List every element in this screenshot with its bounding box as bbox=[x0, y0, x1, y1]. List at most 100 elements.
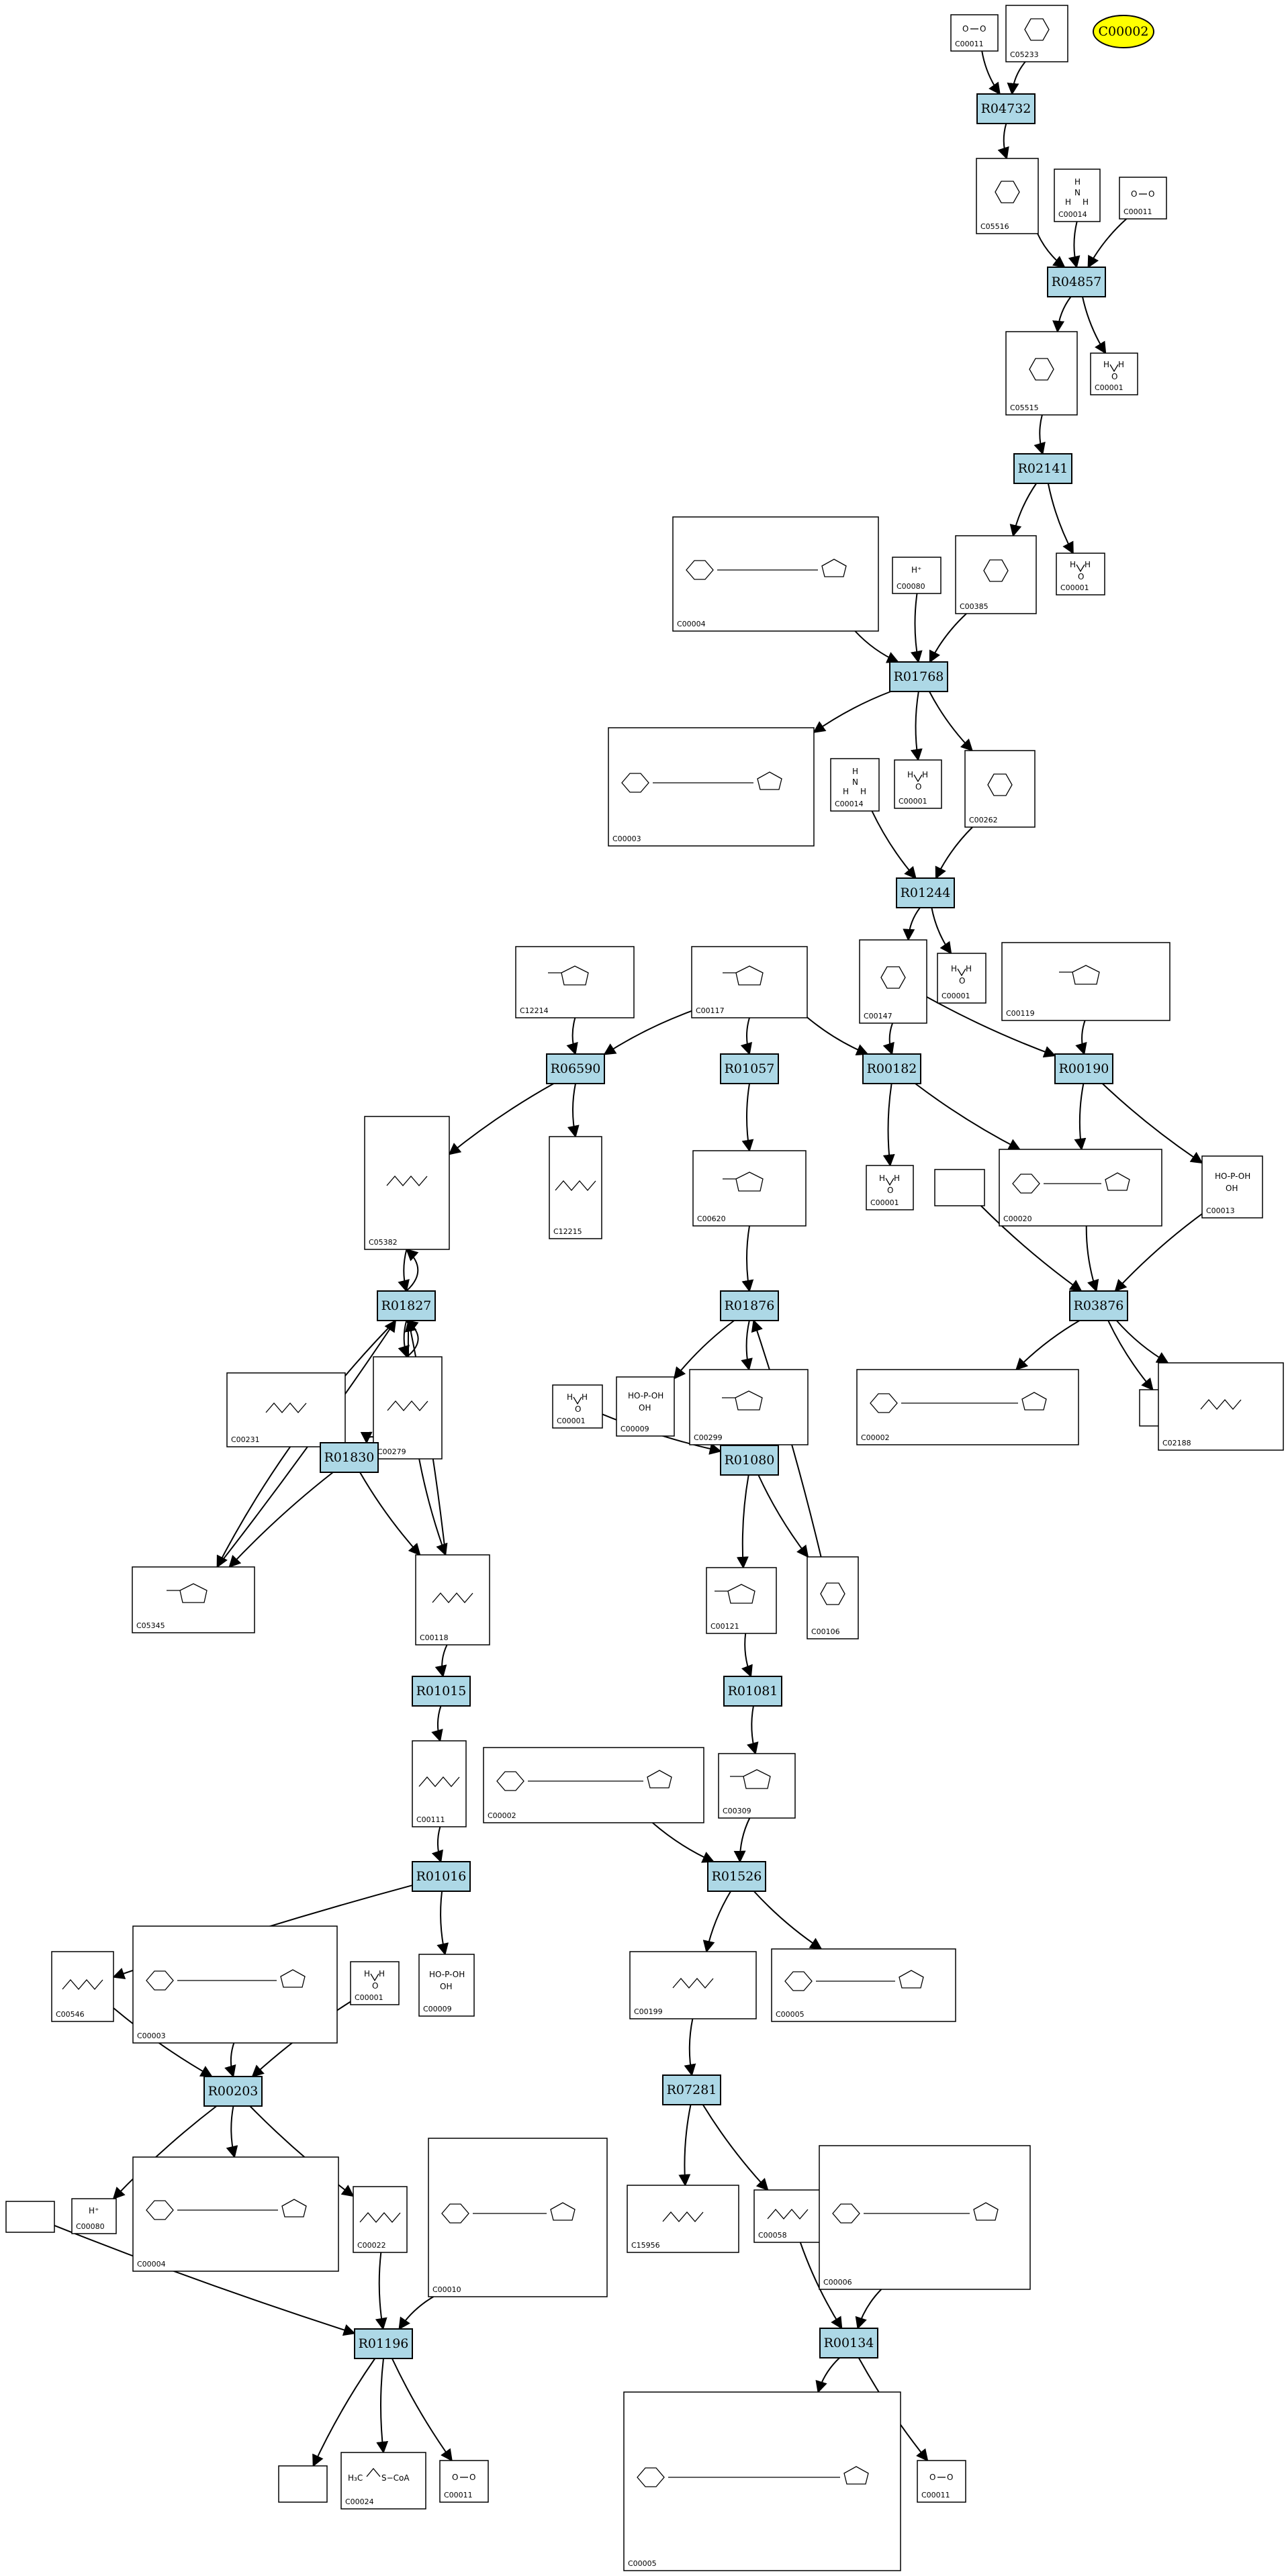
reaction-R00134[interactable]: R00134 bbox=[819, 2328, 878, 2358]
compound-c00080_a[interactable]: H⁺C00080 bbox=[892, 557, 941, 594]
compound-c00309[interactable]: C00309 bbox=[718, 1753, 796, 1819]
reaction-R00182[interactable]: R00182 bbox=[862, 1053, 921, 1084]
reaction-R01827[interactable]: R01827 bbox=[377, 1290, 436, 1321]
compound-box bbox=[1005, 331, 1078, 416]
reaction-R07281[interactable]: R07281 bbox=[662, 2074, 721, 2105]
compound-c12215[interactable]: C12215 bbox=[549, 1136, 602, 1239]
compound-c00022[interactable]: C00022 bbox=[353, 2186, 408, 2253]
compound-c00279[interactable]: C00279 bbox=[373, 1356, 443, 1460]
compound-c00005_b[interactable]: C00005 bbox=[623, 2391, 901, 2571]
compound-c00080_b[interactable]: H⁺C00080 bbox=[71, 2198, 117, 2234]
reaction-R06590[interactable]: R06590 bbox=[546, 1053, 605, 1084]
compound-c00147[interactable]: C00147 bbox=[859, 939, 927, 1024]
compound-c00106[interactable]: C00106 bbox=[807, 1556, 859, 1639]
reaction-R01244[interactable]: R01244 bbox=[896, 877, 955, 908]
reaction-R01080[interactable]: R01080 bbox=[720, 1445, 779, 1476]
reaction-R01876[interactable]: R01876 bbox=[720, 1290, 779, 1321]
compound-box bbox=[415, 1554, 490, 1645]
compound-c00620[interactable]: C00620 bbox=[692, 1150, 807, 1227]
reaction-R01196[interactable]: R01196 bbox=[354, 2328, 413, 2359]
start-node-C00002[interactable]: C00002 bbox=[1093, 15, 1154, 48]
compound-box bbox=[1201, 1155, 1263, 1219]
reaction-R01081[interactable]: R01081 bbox=[723, 1676, 782, 1707]
compound-c00003_b[interactable]: C00003 bbox=[132, 1925, 338, 2044]
compound-c00546[interactable]: C00546 bbox=[51, 1951, 114, 2022]
compound-blank_3[interactable] bbox=[5, 2201, 55, 2233]
reaction-R02141[interactable]: R02141 bbox=[1013, 453, 1072, 484]
edge-c_blank_3-to-R01196 bbox=[54, 2225, 356, 2336]
compound-c00058[interactable]: C00058 bbox=[753, 2189, 822, 2243]
compound-c05382[interactable]: C05382 bbox=[364, 1116, 450, 1250]
reaction-R01057[interactable]: R01057 bbox=[720, 1053, 779, 1084]
reaction-R01016[interactable]: R01016 bbox=[412, 1861, 471, 1892]
compound-c00118[interactable]: C00118 bbox=[415, 1554, 490, 1645]
compound-c00199[interactable]: C00199 bbox=[629, 1951, 757, 2019]
compound-c00121[interactable]: C00121 bbox=[706, 1567, 777, 1634]
reaction-R01526[interactable]: R01526 bbox=[707, 1861, 766, 1892]
compound-id-label: C05345 bbox=[136, 1621, 165, 1630]
compound-c00299[interactable]: C00299 bbox=[689, 1369, 809, 1445]
compound-c00006[interactable]: C00006 bbox=[819, 2145, 1031, 2290]
compound-c00231[interactable]: C00231 bbox=[226, 1372, 346, 1447]
compound-c05233[interactable]: C05233 bbox=[1005, 5, 1068, 62]
edge-R01876-to-c_c00009_a bbox=[673, 1320, 735, 1380]
svg-text:H: H bbox=[951, 964, 957, 973]
reaction-R04857[interactable]: R04857 bbox=[1047, 267, 1106, 297]
compound-c05515[interactable]: C05515 bbox=[1005, 331, 1078, 416]
compound-box bbox=[859, 939, 927, 1024]
compound-c00111[interactable]: C00111 bbox=[412, 1740, 467, 1827]
reaction-R00203[interactable]: R00203 bbox=[203, 2076, 263, 2107]
reaction-R04732[interactable]: R04732 bbox=[976, 93, 1036, 124]
edge-R00182-to-c_c00020 bbox=[915, 1083, 1021, 1150]
compound-c05345[interactable]: C05345 bbox=[132, 1566, 255, 1633]
reaction-R01830[interactable]: R01830 bbox=[320, 1442, 379, 1473]
compound-c02188[interactable]: C02188 bbox=[1158, 1362, 1284, 1451]
compound-c00020[interactable]: C00020 bbox=[999, 1149, 1162, 1227]
reaction-box bbox=[662, 2074, 721, 2105]
compound-c00005_a[interactable]: C00005 bbox=[771, 1948, 956, 2022]
compound-c00385[interactable]: C00385 bbox=[955, 535, 1037, 614]
compound-c00117[interactable]: C00117 bbox=[691, 946, 808, 1018]
reaction-R00190[interactable]: R00190 bbox=[1054, 1053, 1113, 1084]
compound-blank_4[interactable] bbox=[278, 2465, 328, 2503]
compound-c00010[interactable]: C00010 bbox=[428, 2138, 608, 2297]
compound-c00002_a[interactable]: C00002 bbox=[856, 1369, 1079, 1445]
svg-text:H: H bbox=[364, 1969, 370, 1978]
compound-blank_1[interactable] bbox=[934, 1169, 985, 1206]
reaction-box bbox=[707, 1861, 766, 1892]
compound-c00119[interactable]: C00119 bbox=[1001, 942, 1170, 1021]
compound-c00003_a[interactable]: C00003 bbox=[608, 727, 815, 847]
compound-c00004_b[interactable]: C00004 bbox=[132, 2156, 339, 2272]
compound-c00004_a[interactable]: C00004 bbox=[672, 516, 879, 632]
compound-box bbox=[226, 1372, 346, 1447]
reaction-id-label: R01830 bbox=[324, 1450, 375, 1465]
compound-c00262[interactable]: C00262 bbox=[964, 750, 1036, 828]
edge-R04857-to-c_c00001_a bbox=[1082, 296, 1107, 354]
compound-c15956[interactable]: C15956 bbox=[627, 2185, 739, 2253]
compound-c05516[interactable]: C05516 bbox=[976, 158, 1039, 234]
reaction-R01768[interactable]: R01768 bbox=[889, 661, 948, 692]
reaction-R03876[interactable]: R03876 bbox=[1069, 1290, 1128, 1321]
svg-text:H: H bbox=[1065, 197, 1071, 207]
compound-c12214[interactable]: C12214 bbox=[515, 946, 635, 1018]
compound-c00002_b[interactable]: C00002 bbox=[483, 1747, 704, 1823]
reaction-R01015[interactable]: R01015 bbox=[412, 1676, 471, 1707]
edge-R01830-to-c_c00118 bbox=[359, 1472, 421, 1556]
